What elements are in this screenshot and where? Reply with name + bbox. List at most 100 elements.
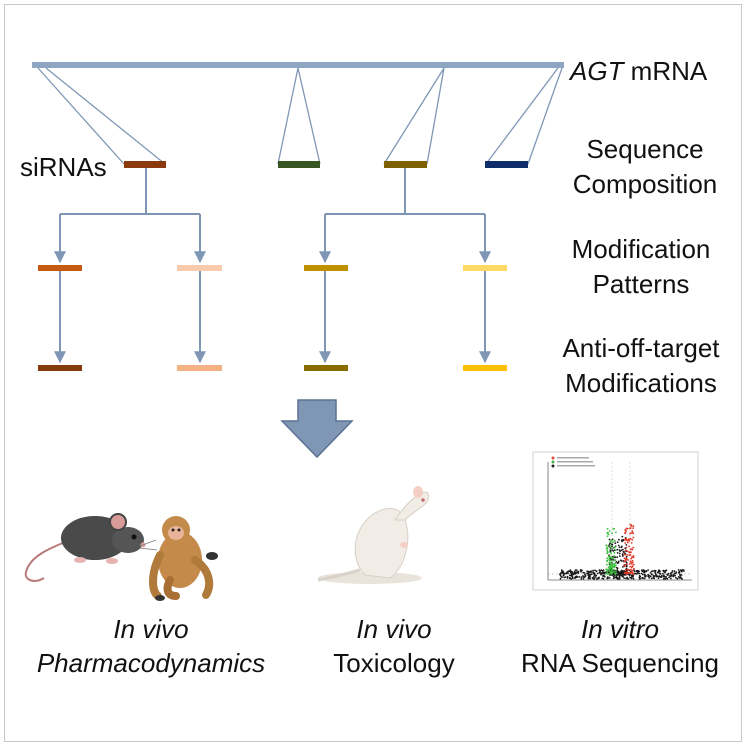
volcano-dot [577, 570, 580, 573]
volcano-dot [649, 572, 652, 574]
volcano-dot [629, 537, 632, 540]
volcano-dot [611, 545, 613, 548]
volcano-dot [600, 572, 603, 574]
volcano-dot [618, 576, 621, 579]
volcano-dot [608, 550, 611, 553]
volcano-dot [617, 570, 620, 573]
volcano-dot [611, 532, 613, 535]
volcano-dot [658, 572, 661, 575]
volcano-dot [649, 575, 652, 578]
volcano-dot [595, 578, 598, 580]
volcano-dot [596, 572, 599, 575]
volcano-dot [624, 549, 627, 552]
volcano-dot [624, 542, 627, 544]
volcano-dot [608, 558, 610, 560]
volcano-dot [609, 556, 612, 559]
pd-caption-line1: In vivo [113, 614, 188, 644]
volcano-dot [563, 576, 566, 579]
volcano-dot [603, 572, 606, 575]
volcano-dot [626, 550, 629, 552]
volcano-dot [643, 577, 646, 580]
volcano-dot [626, 554, 629, 556]
volcano-dot [643, 571, 646, 574]
volcano-dot [625, 546, 628, 549]
volcano-dot [598, 571, 601, 574]
volcano-dot [623, 565, 626, 567]
volcano-dot [602, 569, 605, 572]
volcano-dot [612, 541, 614, 544]
volcano-dot [613, 563, 615, 566]
volcano-dot [631, 548, 633, 550]
volcano-dot [618, 577, 621, 580]
row3-label-line1: Anti-off-target [562, 333, 720, 363]
volcano-dot [622, 573, 624, 576]
volcano-dot [611, 557, 613, 559]
volcano-dot [630, 566, 633, 569]
figure-frame [4, 4, 742, 742]
volcano-dot [624, 571, 627, 574]
volcano-dot [631, 574, 634, 577]
volcano-dot [582, 575, 584, 578]
row3-label-line2: Modifications [565, 368, 717, 398]
volcano-dot [630, 542, 633, 544]
volcano-dot [624, 553, 626, 556]
volcano-dot [611, 563, 614, 566]
sirna-bar-2 [278, 161, 320, 168]
volcano-dot [568, 577, 571, 579]
volcano-dot [580, 569, 582, 571]
volcano-dot [606, 532, 609, 535]
volcano-dot [630, 570, 633, 573]
volcano-dot [611, 549, 613, 551]
volcano-dot [644, 575, 646, 578]
volcano-dot [650, 577, 653, 580]
volcano-dot [578, 576, 581, 578]
volcano-dot [599, 570, 601, 573]
volcano-dot [611, 567, 614, 570]
volcano-dot [625, 544, 628, 546]
volcano-dot [576, 571, 579, 574]
volcano-dot [648, 576, 651, 579]
volcano-dot [647, 575, 650, 577]
volcano-dot [561, 576, 563, 578]
volcano-dot [569, 570, 572, 573]
volcano-dot [620, 549, 623, 552]
volcano-dot [623, 577, 626, 579]
volcano-dot [636, 573, 638, 575]
volcano-dot [662, 572, 664, 575]
volcano-dot [680, 570, 683, 573]
volcano-dot [618, 572, 621, 574]
volcano-dot [658, 569, 660, 572]
volcano-dot [580, 578, 583, 580]
volcano-dot [626, 541, 629, 544]
volcano-dot [606, 576, 609, 578]
volcano-dot [625, 565, 628, 568]
mod-bar-2 [177, 265, 222, 271]
volcano-dot [630, 563, 633, 565]
volcano-dot [618, 546, 621, 549]
volcano-dot [679, 574, 682, 577]
tox-caption-line1: In vivo [356, 614, 431, 644]
volcano-dot [673, 572, 676, 574]
volcano-dot [570, 574, 573, 577]
volcano-dot [609, 542, 611, 545]
volcano-dot [614, 542, 617, 545]
volcano-dot [675, 571, 678, 573]
volcano-dot [615, 570, 617, 573]
volcano-dot [622, 575, 624, 578]
volcano-dot [667, 572, 670, 575]
volcano-dot [570, 578, 573, 580]
volcano-dot [628, 538, 630, 541]
volcano-dot [632, 555, 635, 557]
volcano-dot [624, 529, 627, 532]
volcano-dot [654, 575, 656, 577]
volcano-dot [582, 577, 585, 580]
volcano-dot [630, 577, 633, 580]
volcano-dot [651, 573, 653, 576]
volcano-dot [606, 546, 609, 549]
sirnas-label: siRNAs [20, 152, 107, 182]
volcano-dot [680, 574, 683, 576]
volcano-dot [606, 570, 609, 573]
pd-caption-line2: Pharmacodynamics [37, 648, 265, 678]
volcano-dot [657, 571, 660, 574]
volcano-dot [616, 577, 619, 580]
